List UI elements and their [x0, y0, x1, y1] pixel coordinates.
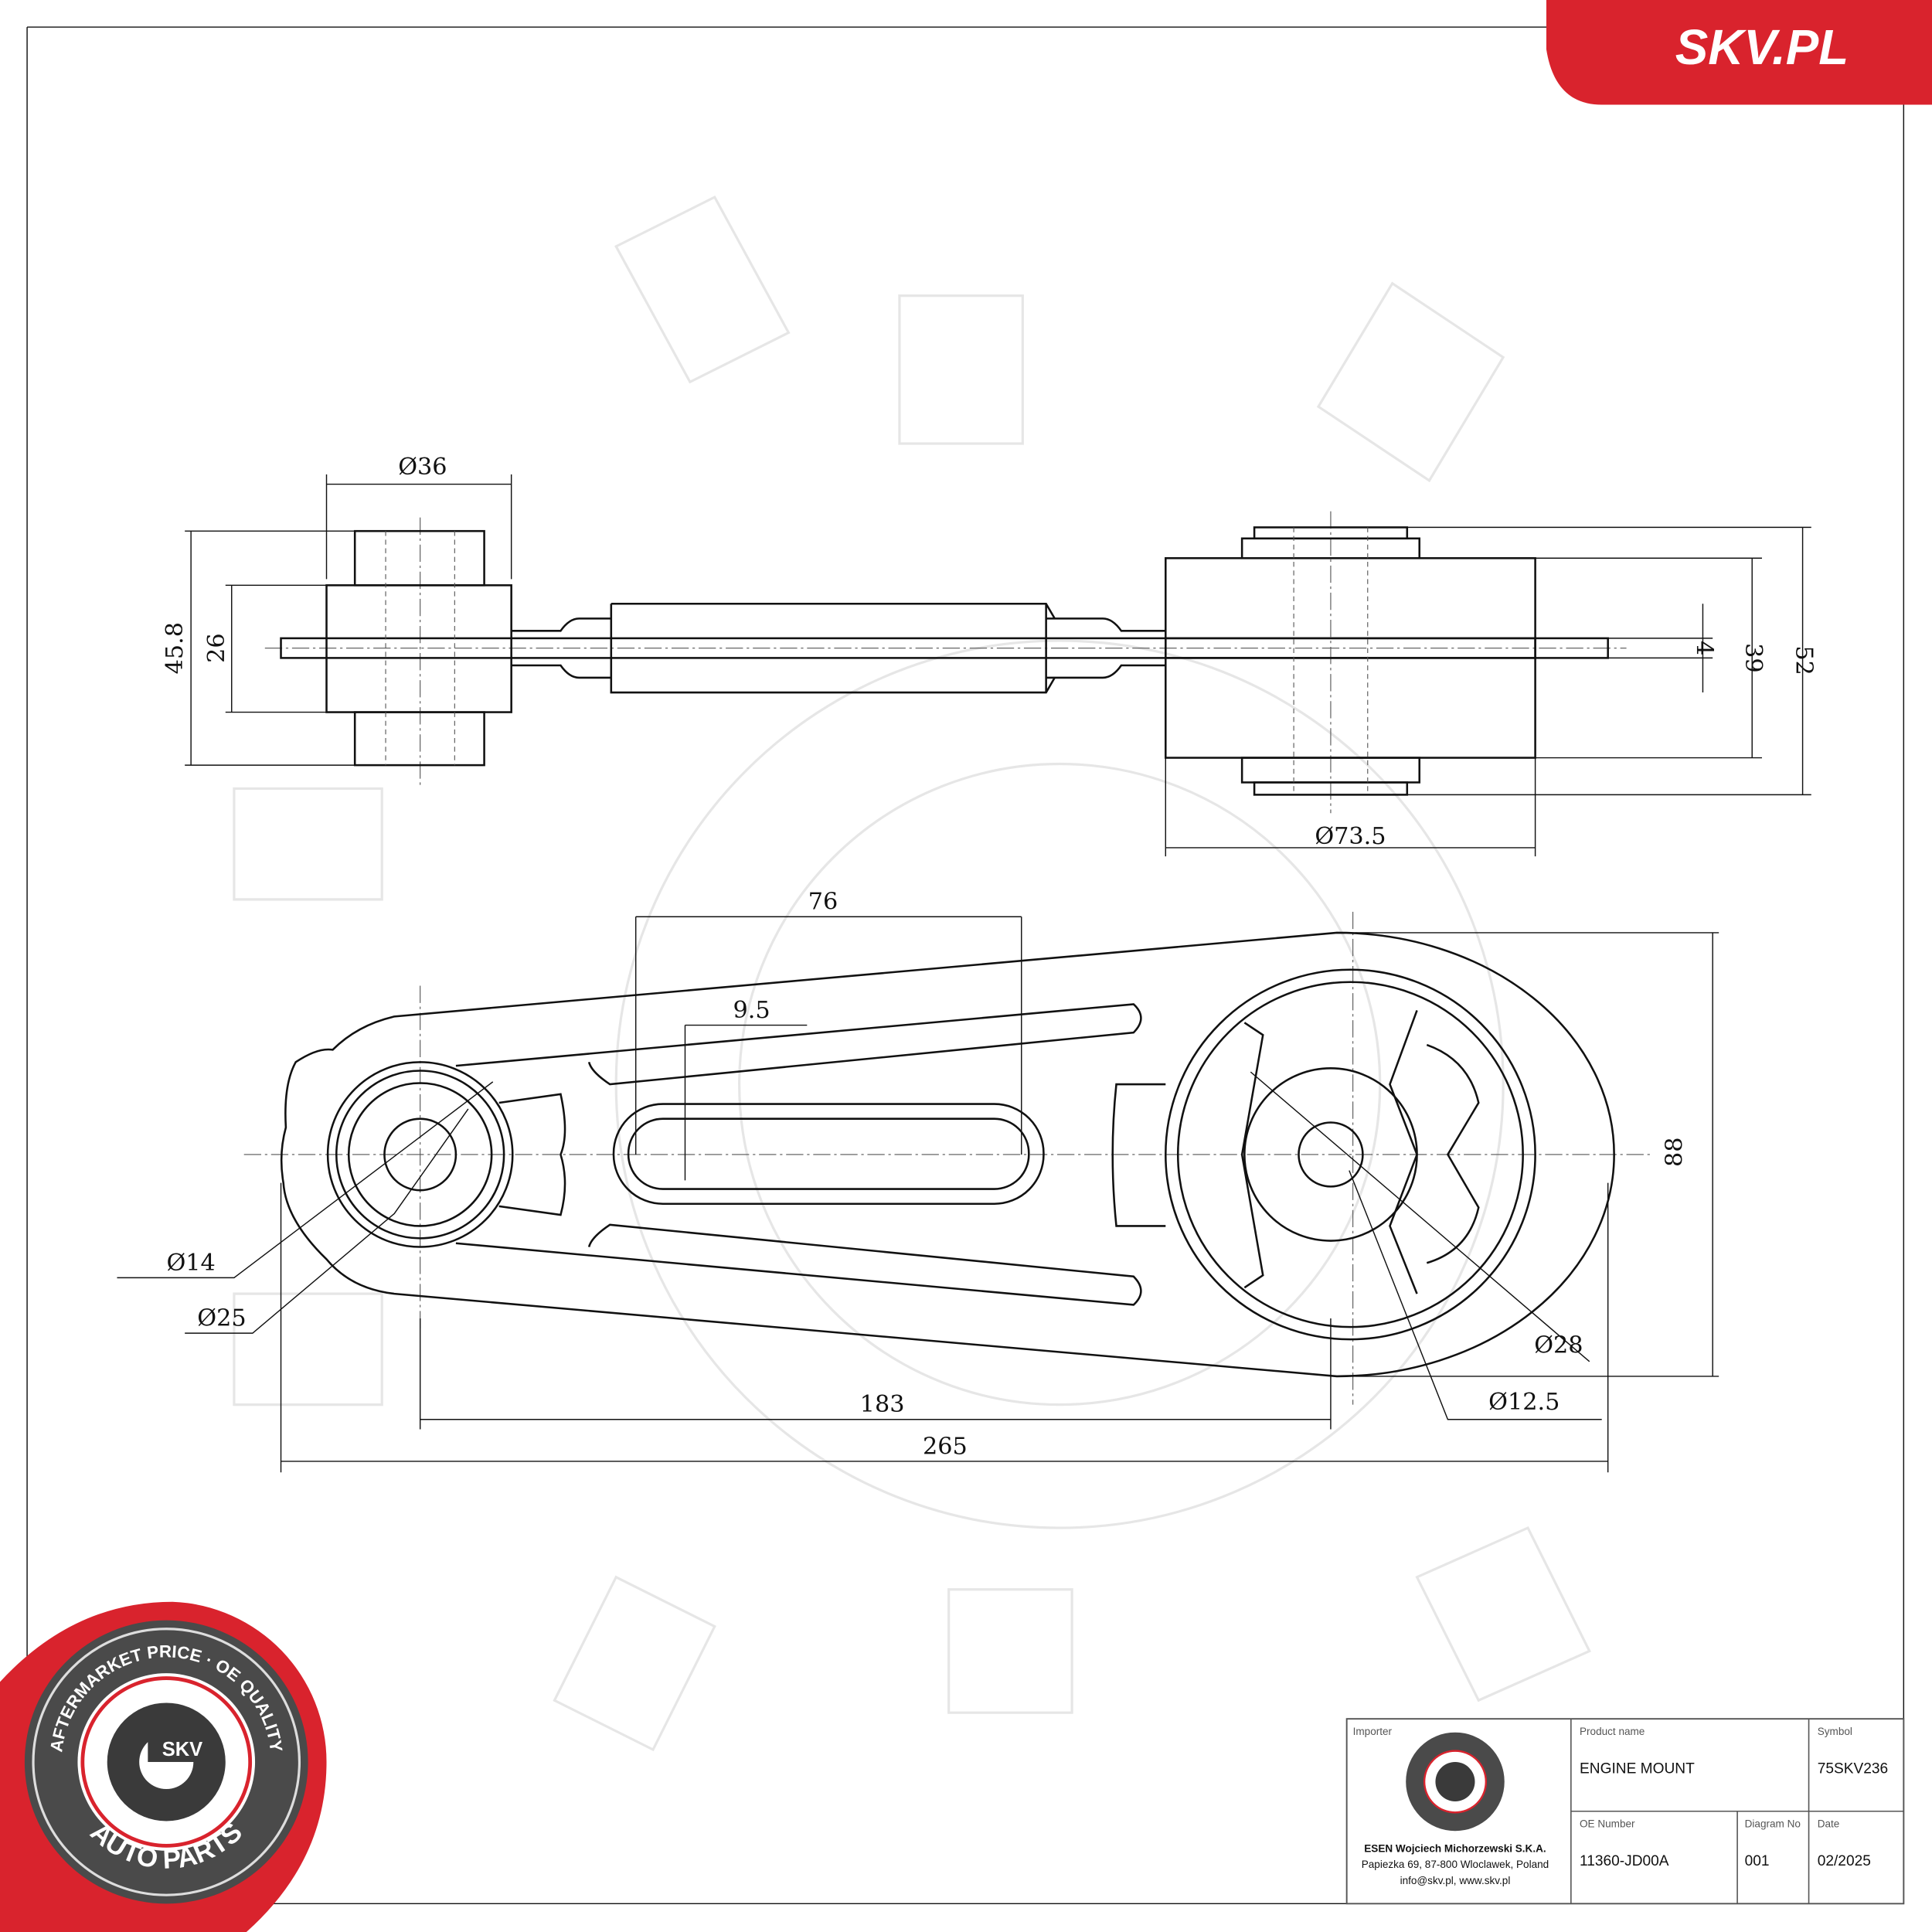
dim-slot-width: 9.5 — [733, 997, 770, 1024]
dim-overall: 265 — [923, 1433, 968, 1460]
date-label: Date — [1818, 1818, 1840, 1829]
dim-plate-thickness: 4 — [1690, 641, 1717, 655]
skv-logo-tab: SKV.PL — [1546, 0, 1932, 105]
symbol-value: 75SKV236 — [1818, 1760, 1888, 1777]
dim-large-inner: Ø12.5 — [1488, 1389, 1560, 1416]
dim-small-inner: Ø14 — [166, 1250, 215, 1277]
side-view: Ø36 45.8 26 4 39 52 Ø73.5 — [162, 454, 1818, 857]
dim-small-outer: Ø25 — [197, 1305, 246, 1332]
skv-logo-text: SKV.PL — [1675, 19, 1849, 75]
dim-centers: 183 — [860, 1391, 905, 1418]
dim-slot-length: 76 — [808, 889, 838, 916]
dim-bush-right-dia: Ø73.5 — [1315, 823, 1386, 850]
symbol-label: Symbol — [1818, 1726, 1852, 1737]
dim-right-inner: 39 — [1740, 643, 1767, 673]
dim-right-height: 52 — [1791, 645, 1818, 675]
importer-address: Papiezka 69, 87-800 Wloclawek, Poland — [1362, 1859, 1549, 1870]
importer-company: ESEN Wojciech Michorzewski S.K.A. — [1364, 1842, 1546, 1854]
watermark-gear — [233, 195, 1591, 1752]
dim-large-outer: Ø28 — [1534, 1332, 1583, 1359]
dim-left-inner: 26 — [203, 633, 230, 663]
importer-label: Importer — [1353, 1726, 1393, 1737]
dim-left-height: 45.8 — [162, 622, 189, 674]
product-name-label: Product name — [1580, 1726, 1645, 1737]
importer-logo — [1406, 1732, 1505, 1832]
dim-height: 88 — [1661, 1137, 1688, 1167]
oe-number-label: OE Number — [1580, 1818, 1635, 1829]
diagram-no: 001 — [1745, 1853, 1770, 1869]
drawing-frame — [26, 26, 1905, 1905]
title-block: Importer ESEN Wojciech Michorzewski S.K.… — [1345, 1718, 1905, 1905]
skv-badge: SKV AFTERMARKET PRICE · OE QUALITY AUTO … — [0, 1601, 327, 1932]
date-value: 02/2025 — [1818, 1853, 1871, 1869]
product-name: ENGINE MOUNT — [1580, 1760, 1695, 1777]
badge-center-text: SKV — [162, 1739, 202, 1760]
oe-number: 11360-JD00A — [1580, 1853, 1669, 1869]
front-view: 76 9.5 88 Ø14 Ø25 Ø28 Ø12.5 183 265 — [117, 889, 1719, 1473]
diagram-no-label: Diagram No — [1745, 1818, 1801, 1829]
importer-contact: info@skv.pl, www.skv.pl — [1400, 1875, 1511, 1886]
dim-bush-left-dia: Ø36 — [398, 454, 447, 481]
